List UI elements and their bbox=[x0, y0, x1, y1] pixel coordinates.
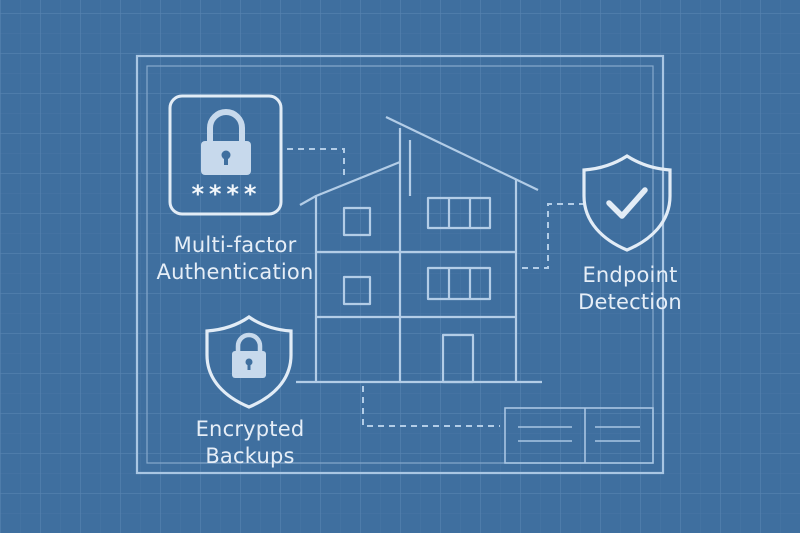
house-drawing bbox=[296, 116, 542, 384]
padlock-icon bbox=[201, 109, 251, 175]
shield-check-icon bbox=[582, 154, 672, 252]
encrypted-backups-label: Encrypted Backups bbox=[170, 416, 330, 470]
title-block bbox=[504, 407, 654, 464]
mfa-label-line1: Multi-factor bbox=[173, 233, 297, 257]
endpoint-detection-label: Endpoint Detection bbox=[560, 262, 700, 316]
connector-lines bbox=[287, 148, 585, 427]
sheet-inner-frame bbox=[146, 65, 654, 464]
mfa-card bbox=[168, 94, 283, 216]
endpoint-label-line2: Detection bbox=[578, 290, 682, 314]
mfa-label: Multi-factor Authentication bbox=[150, 232, 320, 286]
backups-label-line1: Encrypted bbox=[195, 417, 305, 441]
backups-label-line2: Backups bbox=[205, 444, 295, 468]
shield-lock-icon bbox=[205, 315, 293, 409]
sheet-outer-frame bbox=[135, 54, 665, 475]
mfa-label-line2: Authentication bbox=[156, 260, 314, 284]
endpoint-label-line1: Endpoint bbox=[582, 263, 678, 287]
password-mask: **** bbox=[191, 180, 261, 208]
